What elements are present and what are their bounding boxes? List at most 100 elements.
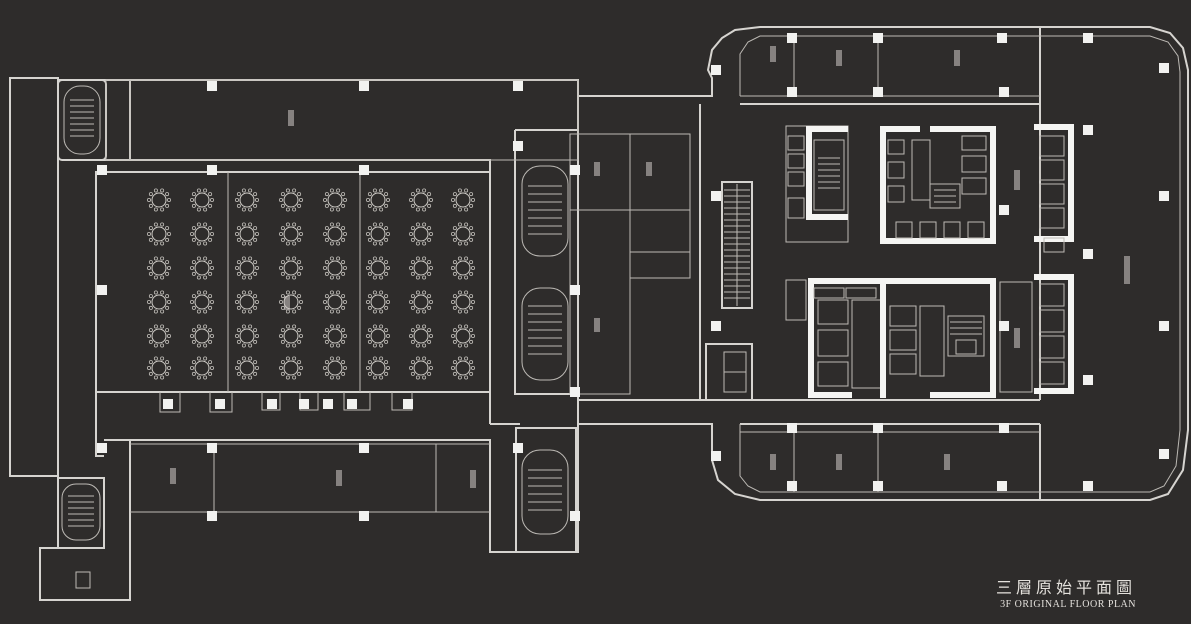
banquet-table bbox=[278, 290, 303, 314]
structural-column bbox=[359, 511, 369, 521]
pre-function-area bbox=[129, 79, 579, 161]
banquet-table bbox=[408, 356, 433, 380]
escalators bbox=[721, 181, 753, 309]
banquet-table bbox=[278, 188, 303, 212]
banquet-table bbox=[234, 356, 259, 380]
banquet-tables bbox=[146, 188, 475, 380]
banquet-table bbox=[322, 324, 347, 348]
structural-column bbox=[403, 399, 413, 409]
structural-column bbox=[1083, 375, 1093, 385]
plan-title-chinese: 三層原始平面圖 bbox=[995, 578, 1136, 597]
banquet-table bbox=[365, 324, 390, 348]
structural-column bbox=[1159, 63, 1169, 73]
structural-column bbox=[163, 399, 173, 409]
structural-column bbox=[267, 399, 277, 409]
structural-column bbox=[999, 87, 1009, 97]
structural-column bbox=[513, 81, 523, 91]
structural-column bbox=[999, 321, 1009, 331]
structural-column bbox=[873, 423, 883, 433]
structural-column bbox=[359, 81, 369, 91]
banquet-table bbox=[365, 356, 390, 380]
stair-north-west bbox=[57, 79, 131, 161]
structural-column bbox=[999, 423, 1009, 433]
structural-column bbox=[207, 443, 217, 453]
central-rooms bbox=[569, 133, 691, 395]
service-lift-lobby bbox=[705, 343, 753, 401]
structural-column bbox=[787, 481, 797, 491]
stair-central bbox=[515, 165, 577, 553]
banquet-table bbox=[189, 256, 214, 280]
structural-column bbox=[215, 399, 225, 409]
banquet-table bbox=[189, 188, 214, 212]
structural-column bbox=[997, 481, 1007, 491]
room-labels bbox=[170, 46, 1130, 488]
banquet-table bbox=[146, 290, 171, 314]
banquet-table bbox=[234, 222, 259, 246]
banquet-table bbox=[408, 324, 433, 348]
structural-column bbox=[1159, 191, 1169, 201]
structural-column bbox=[999, 205, 1009, 215]
banquet-table bbox=[450, 222, 475, 246]
banquet-table bbox=[278, 356, 303, 380]
banquet-table bbox=[322, 356, 347, 380]
banquet-table bbox=[278, 324, 303, 348]
structural-column bbox=[359, 443, 369, 453]
core-north bbox=[785, 124, 1074, 253]
structural-column bbox=[711, 191, 721, 201]
structural-columns bbox=[97, 33, 1169, 521]
banquet-table bbox=[450, 324, 475, 348]
structural-column bbox=[97, 165, 107, 175]
banquet-table bbox=[322, 222, 347, 246]
banquet-table bbox=[146, 324, 171, 348]
structural-column bbox=[787, 423, 797, 433]
structural-column bbox=[359, 165, 369, 175]
ballroom bbox=[95, 171, 491, 413]
structural-column bbox=[97, 285, 107, 295]
structural-column bbox=[873, 33, 883, 43]
structural-column bbox=[997, 33, 1007, 43]
banquet-table bbox=[234, 290, 259, 314]
structural-column bbox=[207, 165, 217, 175]
south-meeting-rooms bbox=[740, 424, 1040, 492]
banquet-table bbox=[234, 188, 259, 212]
banquet-table bbox=[189, 356, 214, 380]
structural-column bbox=[207, 511, 217, 521]
banquet-table bbox=[408, 256, 433, 280]
banquet-table bbox=[365, 188, 390, 212]
banquet-table bbox=[450, 290, 475, 314]
banquet-table bbox=[234, 256, 259, 280]
banquet-table bbox=[278, 222, 303, 246]
structural-column bbox=[570, 285, 580, 295]
banquet-table bbox=[146, 256, 171, 280]
banquet-table bbox=[322, 256, 347, 280]
banquet-table bbox=[146, 188, 171, 212]
banquet-table bbox=[408, 290, 433, 314]
banquet-table bbox=[189, 324, 214, 348]
plan-title-block: 三層原始平面圖 3F ORIGINAL FLOOR PLAN bbox=[996, 574, 1136, 610]
plan-title-english: 3F ORIGINAL FLOOR PLAN bbox=[1000, 599, 1136, 610]
structural-column bbox=[1159, 449, 1169, 459]
structural-column bbox=[787, 33, 797, 43]
banquet-table bbox=[322, 188, 347, 212]
structural-column bbox=[347, 399, 357, 409]
structural-column bbox=[323, 399, 333, 409]
structural-column bbox=[787, 87, 797, 97]
structural-column bbox=[570, 387, 580, 397]
banquet-table bbox=[146, 222, 171, 246]
banquet-table bbox=[450, 356, 475, 380]
structural-column bbox=[873, 87, 883, 97]
perimeter-corridor bbox=[739, 35, 1181, 493]
banquet-table bbox=[189, 290, 214, 314]
structural-column bbox=[711, 451, 721, 461]
structural-column bbox=[873, 481, 883, 491]
structural-column bbox=[1083, 33, 1093, 43]
banquet-table bbox=[450, 256, 475, 280]
banquet-table bbox=[450, 188, 475, 212]
structural-column bbox=[711, 321, 721, 331]
structural-column bbox=[299, 399, 309, 409]
stair-south-west bbox=[57, 477, 105, 589]
structural-column bbox=[711, 65, 721, 75]
banquet-table bbox=[322, 290, 347, 314]
